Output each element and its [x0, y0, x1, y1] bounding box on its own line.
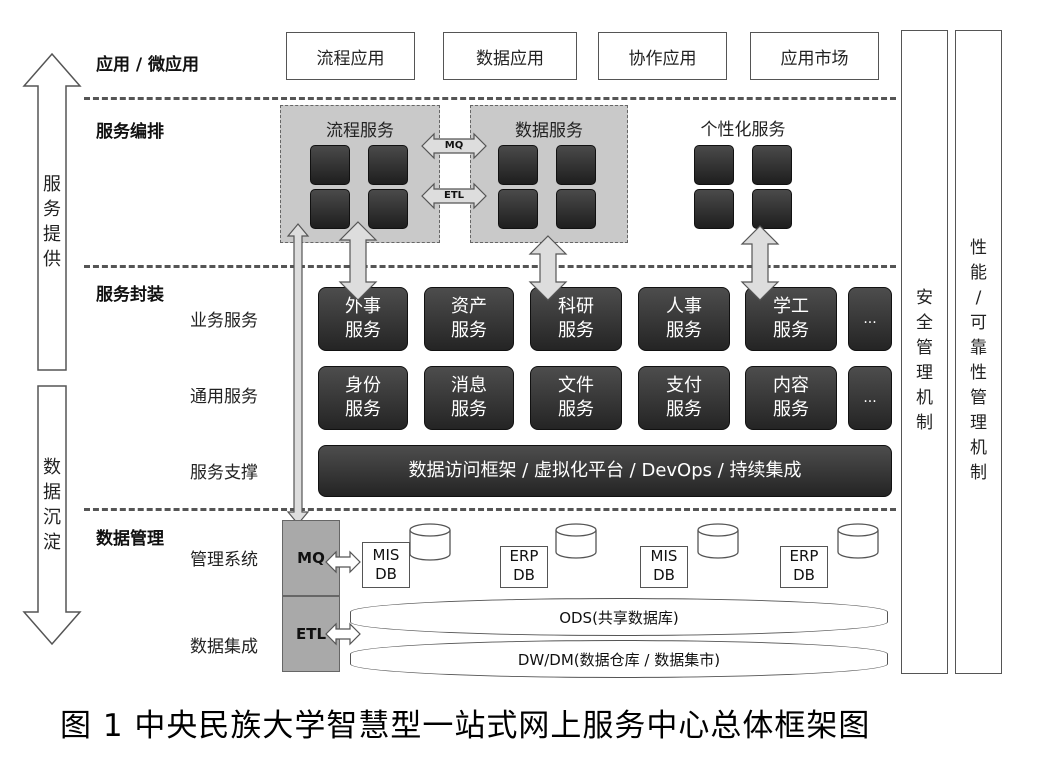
business-service-more: ...: [848, 287, 892, 351]
etl-connector-arrow: [421, 182, 487, 210]
sub-mgmt-sys-label: 管理系统: [190, 550, 258, 570]
service-block: [498, 189, 538, 229]
system-box-2: [500, 546, 548, 588]
system-box-4: [780, 546, 828, 588]
business-service-hr: 人事服务: [638, 287, 730, 351]
data-sink-label: 数 据 沉 淀: [43, 457, 61, 553]
service-block: [556, 189, 596, 229]
etl-connector-label: ETL: [443, 190, 465, 201]
sub-business-label: 业务服务: [190, 311, 258, 331]
service-block: [310, 189, 350, 229]
common-service-content: 内容服务: [745, 366, 837, 430]
system-box-3: [640, 546, 688, 588]
layer-app-label: 应用 / 微应用: [96, 55, 200, 75]
service-block: [368, 189, 408, 229]
flow-vertical-arrow: [338, 221, 378, 301]
layer-encapsulation-label: 服务封装: [96, 285, 164, 305]
separator-orchestration: [84, 265, 896, 268]
mq-data-arrow: [325, 550, 361, 574]
long-vertical-arrow: [286, 223, 310, 525]
database-icon: [409, 523, 451, 561]
service-block: [310, 145, 350, 185]
app-data: 数据应用: [443, 32, 577, 80]
service-provide-label: 服 务 提 供: [43, 174, 61, 270]
business-service-asset: 资产服务: [424, 287, 514, 351]
database-icon: [697, 523, 739, 559]
common-service-more: ...: [848, 366, 892, 430]
performance-mechanism-bar: 性 能 / 可 靠 性 管 理 机 制: [955, 30, 1002, 674]
service-block: [368, 145, 408, 185]
separator-encapsulation: [84, 508, 896, 511]
common-service-message: 消息服务: [424, 366, 514, 430]
data-vertical-arrow: [528, 235, 568, 301]
app-collab: 协作应用: [598, 32, 727, 80]
database-cylinders: [409, 523, 879, 561]
flow-service-group: 流程服务: [280, 105, 440, 243]
common-service-payment: 支付服务: [638, 366, 730, 430]
business-service-foreign: 外事服务: [318, 287, 408, 351]
app-market: 应用市场: [750, 32, 879, 80]
service-block: [752, 189, 792, 229]
support-bar: 数据访问框架 / 虚拟化平台 / DevOps / 持续集成: [318, 445, 892, 497]
common-service-file: 文件服务: [530, 366, 622, 430]
service-block: [556, 145, 596, 185]
separator-app: [84, 97, 896, 100]
data-service-group: 数据服务: [470, 105, 628, 243]
app-flow: 流程应用: [286, 32, 415, 80]
common-service-identity: 身份服务: [318, 366, 408, 430]
layer-data-mgmt-label: 数据管理: [96, 529, 164, 549]
service-block: [694, 145, 734, 185]
etl-data-arrow: [325, 622, 361, 646]
sub-integration-label: 数据集成: [190, 637, 258, 657]
data-service-title: 数据服务: [515, 121, 583, 141]
orchestration-connectors: [421, 132, 487, 210]
sub-common-label: 通用服务: [190, 387, 258, 407]
personal-service-title: 个性化服务: [700, 120, 786, 140]
sub-support-label: 服务支撑: [190, 463, 258, 483]
service-provide-arrow: [22, 52, 82, 371]
left-arrows: [22, 52, 82, 646]
security-mechanism-bar: 安 全 管 理 机 制: [901, 30, 948, 674]
service-block: [752, 145, 792, 185]
layer-orchestration-label: 服务编排: [96, 122, 164, 142]
database-icon: [837, 523, 879, 559]
mq-connector-arrow: [421, 132, 487, 160]
mq-connector-label: MQ: [444, 140, 464, 151]
personal-vertical-arrow: [740, 225, 780, 301]
vertical-connectors: [338, 221, 780, 301]
system-box-1: [362, 542, 410, 588]
database-icon: [555, 523, 597, 559]
service-block: [694, 189, 734, 229]
dw-band: DW/DM(数据仓库 / 数据集市): [350, 640, 888, 678]
figure-caption: 图 1 中央民族大学智慧型一站式网上服务中心总体框架图: [60, 708, 871, 744]
data-connectors: [325, 550, 361, 646]
ods-band: ODS(共享数据库): [350, 598, 888, 636]
service-block: [498, 145, 538, 185]
flow-service-title: 流程服务: [326, 121, 394, 141]
data-sink-arrow: [22, 385, 82, 646]
